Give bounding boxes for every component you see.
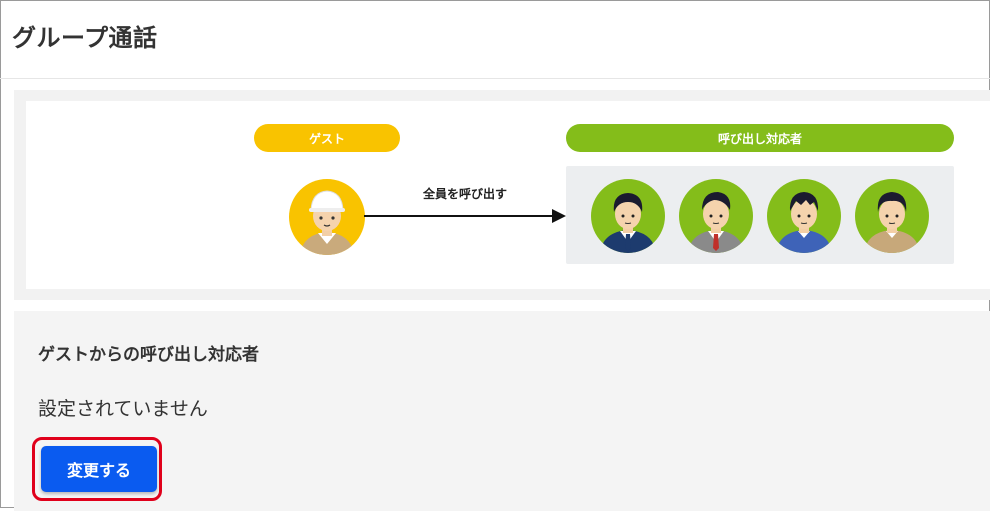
worker-helmet-avatar-icon: [289, 179, 365, 255]
page-title: グループ通話: [12, 24, 158, 52]
title-divider: [0, 78, 990, 79]
arrow-label: 全員を呼び出す: [422, 187, 507, 201]
settings-section: [14, 311, 990, 511]
highlight-outline: [32, 437, 162, 501]
responders-label: 呼び出し対応者: [717, 131, 802, 146]
guest-label: ゲスト: [308, 131, 345, 146]
responder-avatar-4-icon: [855, 179, 929, 253]
guest-label-pill: ゲスト: [254, 124, 400, 152]
settings-heading: ゲストからの呼び出し対応者: [38, 345, 259, 365]
responder-avatar-2-icon: [679, 179, 753, 253]
change-button[interactable]: 変更する: [41, 446, 157, 492]
settings-value: 設定されていません: [38, 398, 208, 420]
responders-label-pill: 呼び出し対応者: [566, 124, 954, 152]
arrow-right-icon: [364, 209, 566, 223]
responder-avatar-1-icon: [591, 179, 665, 253]
responder-avatar-3-icon: [767, 179, 841, 253]
